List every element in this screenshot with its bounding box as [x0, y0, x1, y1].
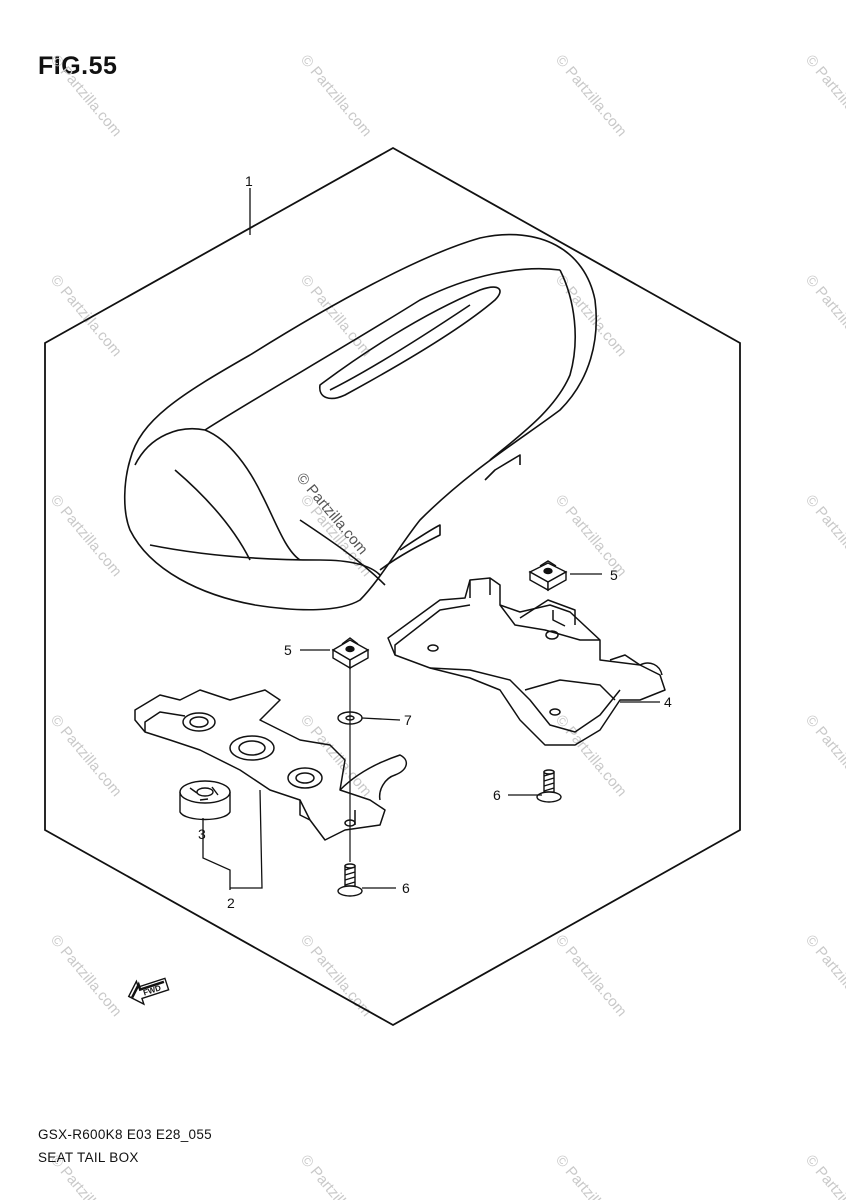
watermark-text: © Partzilla.com: [297, 52, 375, 140]
seat-bracket[interactable]: [134, 689, 407, 841]
bolt-right[interactable]: [536, 769, 562, 803]
watermark-text: © Partzilla.com: [552, 492, 630, 580]
watermark-text: © Partzilla.com: [802, 932, 846, 1020]
watermark-text: © Partzilla.com: [552, 52, 630, 140]
watermark-text-center: © Partzilla.com: [293, 470, 371, 558]
watermark-text: © Partzilla.com: [47, 492, 125, 580]
clip-nut-center[interactable]: [331, 637, 370, 670]
rubber-cushion[interactable]: [179, 780, 231, 821]
figure-title: FIG.55: [38, 52, 118, 80]
watermark-text: © Partzilla.com: [802, 1152, 846, 1200]
callout-labels: 1 2 3 4 5 5 6 6 7: [198, 173, 672, 911]
watermark-text: © Partzilla.com: [552, 712, 630, 800]
callout-2[interactable]: 2: [227, 895, 235, 911]
callout-5-upper[interactable]: 5: [610, 567, 618, 583]
callout-3[interactable]: 3: [198, 826, 206, 842]
watermark-text: © Partzilla.com: [297, 712, 375, 800]
diagram-name: SEAT TAIL BOX: [38, 1150, 139, 1165]
forward-direction-arrow: FWD: [127, 977, 170, 1006]
watermark-text: © Partzilla.com: [802, 52, 846, 140]
callout-6-lower[interactable]: 6: [402, 880, 410, 896]
watermark-text: © Partzilla.com: [47, 932, 125, 1020]
callout-6-right[interactable]: 6: [493, 787, 501, 803]
callout-1[interactable]: 1: [245, 173, 253, 189]
watermark-text: © Partzilla.com: [47, 712, 125, 800]
watermark-text: © Partzilla.com: [802, 272, 846, 360]
watermark-text: © Partzilla.com: [297, 1152, 375, 1200]
callout-7[interactable]: 7: [404, 712, 412, 728]
watermark-text: © Partzilla.com: [552, 1152, 630, 1200]
seat-tail-cover[interactable]: [123, 233, 598, 611]
diagram-code: GSX-R600K8 E03 E28_055: [38, 1127, 212, 1142]
bolt-lower[interactable]: [337, 863, 363, 897]
watermark-text: © Partzilla.com: [47, 272, 125, 360]
watermark-text: © Partzilla.com: [297, 272, 375, 360]
watermark-text: © Partzilla.com: [47, 52, 125, 140]
watermark-text: © Partzilla.com: [552, 932, 630, 1020]
callout-5-center[interactable]: 5: [284, 642, 292, 658]
assembly-boundary-hexagon: [44, 146, 741, 1027]
leader-lines: [202, 188, 660, 890]
watermark-text: © Partzilla.com: [297, 932, 375, 1020]
clip-nut-upper[interactable]: [528, 560, 568, 592]
watermark-layer: © Partzilla.com © Partzilla.com © Partzill…: [47, 52, 846, 1200]
watermark-text: © Partzilla.com: [802, 492, 846, 580]
watermark-text: © Partzilla.com: [802, 712, 846, 800]
callout-4[interactable]: 4: [664, 694, 672, 710]
rear-bracket[interactable]: [387, 577, 666, 746]
